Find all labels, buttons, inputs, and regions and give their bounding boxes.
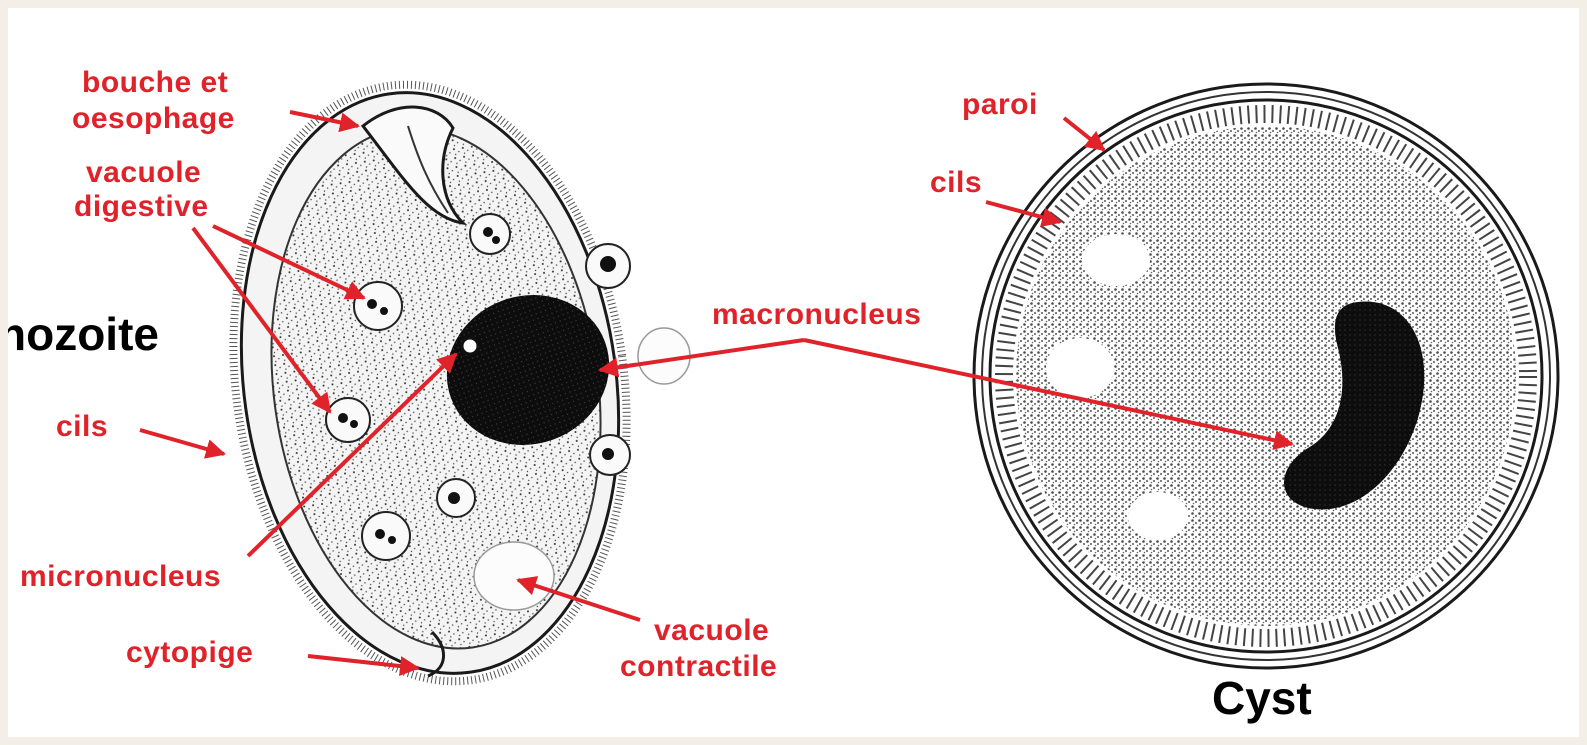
caption-trophozoite: hozoite (8, 308, 159, 360)
label-cils-right: cils (930, 166, 982, 199)
label-macronucleus: macronucleus (712, 298, 921, 331)
label-cils-left: cils (56, 410, 108, 443)
label-bouche-line2: oesophage (72, 102, 235, 135)
label-micronucleus: micronucleus (20, 560, 221, 593)
label-vacuole-contractile-line2: contractile (620, 650, 777, 683)
label-vacuole-contractile-line1: vacuole (654, 614, 769, 647)
arrow-paroi (1064, 118, 1104, 150)
label-bouche-line1: bouche et (82, 66, 228, 99)
cyst-cell (974, 84, 1558, 668)
diagram-frame: bouche et oesophage vacuole digestive ci… (8, 8, 1579, 737)
arrow-macronucleus-left (600, 340, 804, 370)
trophozoite-cell (196, 59, 690, 707)
caption-cyst: Cyst (1212, 672, 1312, 724)
label-vacuole-digestive-line2: digestive (74, 190, 209, 223)
trophozoite-micronucleus (462, 338, 478, 354)
contractile-vacuole-lower (474, 542, 554, 610)
diagram-canvas: bouche et oesophage vacuole digestive ci… (8, 8, 1579, 737)
label-cytopige: cytopige (126, 636, 253, 669)
label-vacuole-digestive-line1: vacuole (86, 156, 201, 189)
arrow-cils-left (140, 430, 224, 454)
label-paroi: paroi (962, 88, 1038, 121)
